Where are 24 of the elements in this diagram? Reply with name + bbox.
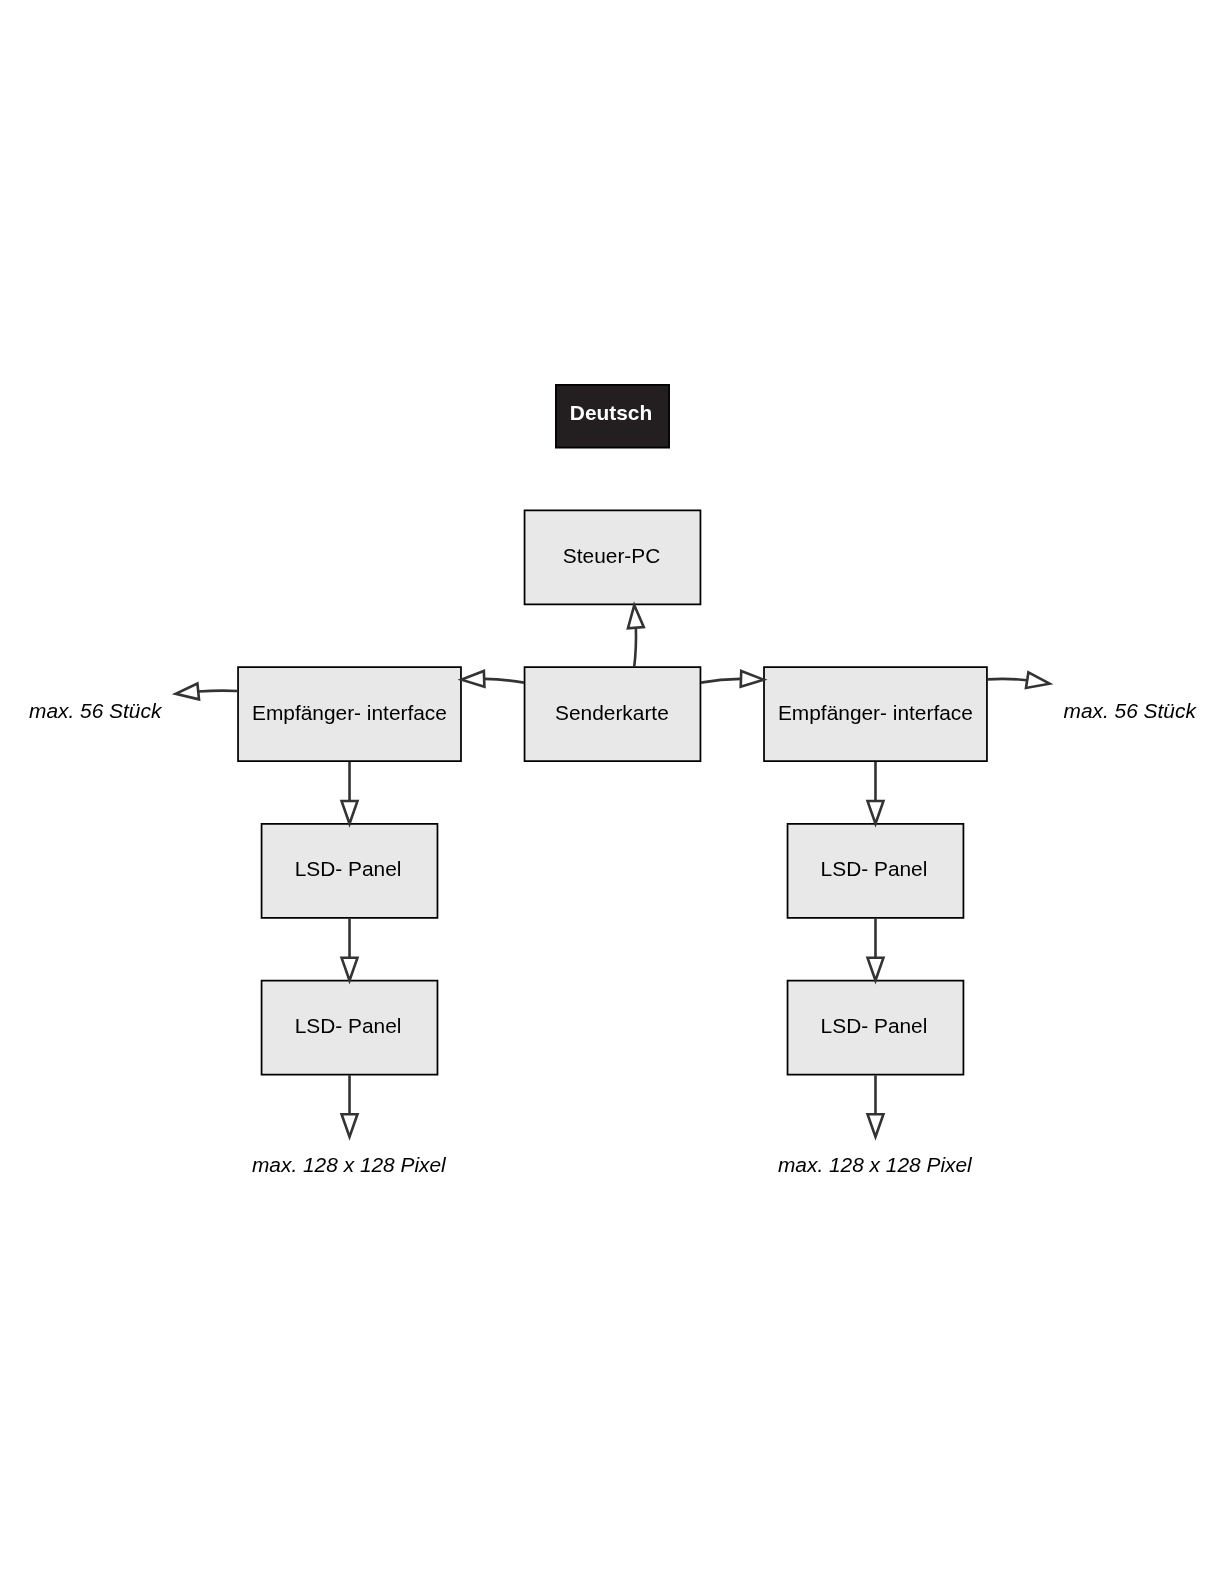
node-text: max. 56 Stück [29,698,162,722]
arrow [865,1075,886,1141]
arrow [987,670,1054,690]
arrow [865,761,886,828]
node-box: LSD- Panel [786,823,965,919]
arrow [626,601,646,668]
node-box: Empfänger- interface [237,666,462,762]
node-box: Steuer-PC [523,509,702,606]
arrow [171,681,238,702]
node-text: max. 128 x 128 Pixel [777,1153,972,1177]
node-box: LSD- Panel [260,979,439,1076]
arrow [700,669,768,689]
arrow [865,918,886,985]
node-box: Empfänger- interface [763,666,988,762]
arrow [339,1075,360,1141]
arrow [339,918,360,985]
node-box: Senderkarte [523,666,702,762]
arrow [457,669,525,689]
node-text: max. 56 Stück [1063,698,1196,722]
label: Deutsch [569,400,653,424]
arrow [339,761,360,828]
node-text: max. 128 x 128 Pixel [251,1153,446,1177]
node-box: LSD- Panel [260,823,439,919]
node-box: LSD- Panel [786,979,965,1076]
